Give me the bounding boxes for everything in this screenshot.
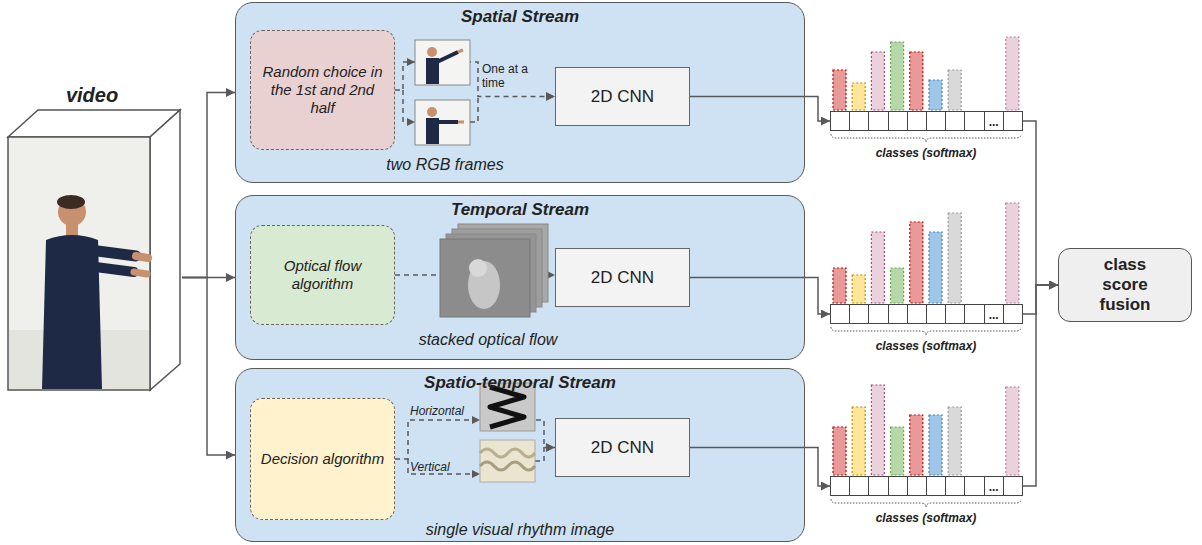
softmax-cell (945, 304, 965, 324)
softmax-cell: ... (984, 111, 1004, 131)
axis-label: classes (softmax) (876, 146, 977, 160)
softmax-cell (964, 304, 984, 324)
softmax-cell (907, 304, 927, 324)
softmax-cell (964, 111, 984, 131)
brace (831, 134, 1021, 507)
annotation: One at a time (481, 62, 533, 90)
softmax-cell (926, 304, 946, 324)
label-holder: Horizontal (410, 401, 476, 419)
softmax-cell (849, 304, 869, 324)
panel-title: Temporal Stream (235, 200, 805, 220)
label-holder: classes (softmax) (810, 508, 1042, 526)
connector (1022, 285, 1058, 314)
caption-label: stacked optical flow (419, 330, 558, 349)
softmax-cell (1003, 111, 1023, 131)
visual-rhythm-vertical (480, 440, 535, 482)
label-holder: two RGB frames (370, 155, 520, 174)
connector (690, 278, 830, 315)
softmax-strip: ...classes (softmax) (830, 304, 1022, 324)
softmax-cell (830, 111, 850, 131)
connector (690, 448, 830, 487)
cnn-box: 2D CNN (555, 248, 690, 307)
ellipsis: ... (989, 114, 999, 130)
score-bars (833, 37, 1019, 475)
connector (1022, 285, 1058, 486)
softmax-cell (907, 476, 927, 496)
connector (182, 278, 235, 456)
ellipsis: ... (989, 479, 999, 495)
softmax-cell: ... (984, 304, 1004, 324)
label-holder: One at a time (481, 62, 533, 91)
softmax-cell (945, 111, 965, 131)
softmax-cell (888, 304, 908, 324)
algorithm-box: Optical flow algorithm (250, 225, 395, 325)
branch-line (403, 90, 544, 474)
label-holder: single visual rhythm image (400, 520, 640, 539)
softmax-cell (849, 111, 869, 131)
softmax-cell (830, 304, 850, 324)
softmax-cell (868, 476, 888, 496)
softmax-strip: ...classes (softmax) (830, 111, 1022, 131)
box-label: 2D CNN (591, 268, 654, 288)
axis-label: classes (softmax) (876, 511, 977, 525)
algorithm-box: Random choice in the 1st and 2nd half (250, 30, 395, 150)
softmax-cell (945, 476, 965, 496)
box-label: Decision algorithm (261, 450, 384, 468)
label-holder: classes (softmax) (810, 143, 1042, 161)
cube-heading: video (2, 84, 182, 106)
video-cube: video (2, 82, 182, 392)
cnn-box: 2D CNN (555, 418, 690, 477)
fusion-box: class score fusion (1058, 248, 1192, 322)
branch-label: Vertical (410, 460, 450, 474)
softmax-cell (1003, 304, 1023, 324)
label-holder: classes (softmax) (810, 336, 1042, 354)
label-holder: Vertical (410, 457, 476, 475)
cnn-box: 2D CNN (555, 67, 690, 126)
softmax-cell (888, 476, 908, 496)
softmax-cell (926, 476, 946, 496)
connector (1022, 121, 1058, 285)
rgb-frame (415, 100, 470, 145)
video-cube-drawing (8, 110, 180, 390)
softmax-cell (849, 476, 869, 496)
stream-panel: Spatial StreamRandom choice in the 1st a… (235, 2, 805, 183)
caption-label: single visual rhythm image (426, 520, 615, 539)
ellipsis: ... (989, 307, 999, 323)
softmax-cell (907, 111, 927, 131)
box-label: Optical flow algorithm (258, 257, 387, 293)
optical-flow-stack (440, 224, 548, 317)
box-label: 2D CNN (591, 438, 654, 458)
softmax-cell (830, 476, 850, 496)
softmax-cell: ... (984, 476, 1004, 496)
box-label: Random choice in the 1st and 2nd half (258, 63, 387, 117)
stream-panel: Spatio-temporal StreamDecision algorithm… (235, 368, 805, 542)
rgb-frame (415, 40, 470, 85)
panel-title: Spatio-temporal Stream (235, 373, 805, 393)
caption-label: two RGB frames (386, 155, 503, 174)
softmax-strip: ...classes (softmax) (830, 476, 1022, 496)
softmax-cell (888, 111, 908, 131)
connector (182, 93, 235, 278)
softmax-cell (868, 111, 888, 131)
softmax-cell (868, 304, 888, 324)
branch-label: Horizontal (410, 404, 464, 418)
axis-label: classes (softmax) (876, 339, 977, 353)
label-holder: stacked optical flow (408, 330, 568, 349)
box-label: 2D CNN (591, 87, 654, 107)
algorithm-box: Decision algorithm (250, 398, 395, 520)
softmax-cell (926, 111, 946, 131)
box-label: class score fusion (1085, 255, 1165, 315)
connector (690, 97, 830, 122)
softmax-cell (964, 476, 984, 496)
softmax-cell (1003, 476, 1023, 496)
panel-title: Spatial Stream (235, 7, 805, 27)
